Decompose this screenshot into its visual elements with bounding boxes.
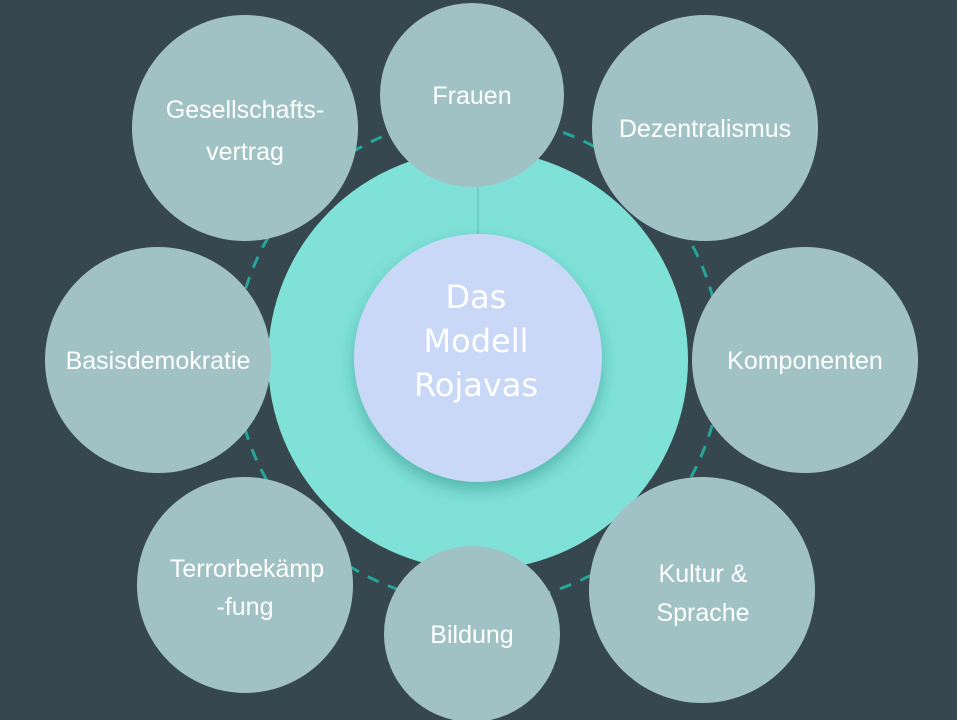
node-label: Bildung [430,621,513,649]
center-node[interactable]: Das Modell Rojavas [354,234,602,482]
node-label: Sprache [656,599,749,627]
center-label: Das [446,278,507,316]
center-label: Modell [424,322,529,360]
node-terrorbekaempfung[interactable]: Terrorbekämp -fung [137,477,353,693]
node-label: Terrorbekämp [170,555,324,583]
node-label: Gesellschafts- [166,96,324,124]
node-label: Dezentralismus [619,115,791,143]
node-label: vertrag [206,138,284,166]
node-kultur-sprache[interactable]: Kultur & Sprache [589,477,815,703]
node-label: Basisdemokratie [66,347,251,375]
node-dezentralismus[interactable]: Dezentralismus [592,15,818,241]
node-label: Kultur & [659,560,748,588]
node-gesellschaftsvertrag[interactable]: Gesellschafts- vertrag [132,15,358,241]
node-basisdemokratie[interactable]: Basisdemokratie [45,247,271,473]
node-komponenten[interactable]: Komponenten [692,247,918,473]
node-bildung[interactable]: Bildung [384,546,560,720]
node-label: Komponenten [727,347,883,375]
node-label: -fung [217,593,274,621]
center-label: Rojavas [414,366,538,404]
node-label: Frauen [432,82,511,110]
node-frauen[interactable]: Frauen [380,3,564,187]
